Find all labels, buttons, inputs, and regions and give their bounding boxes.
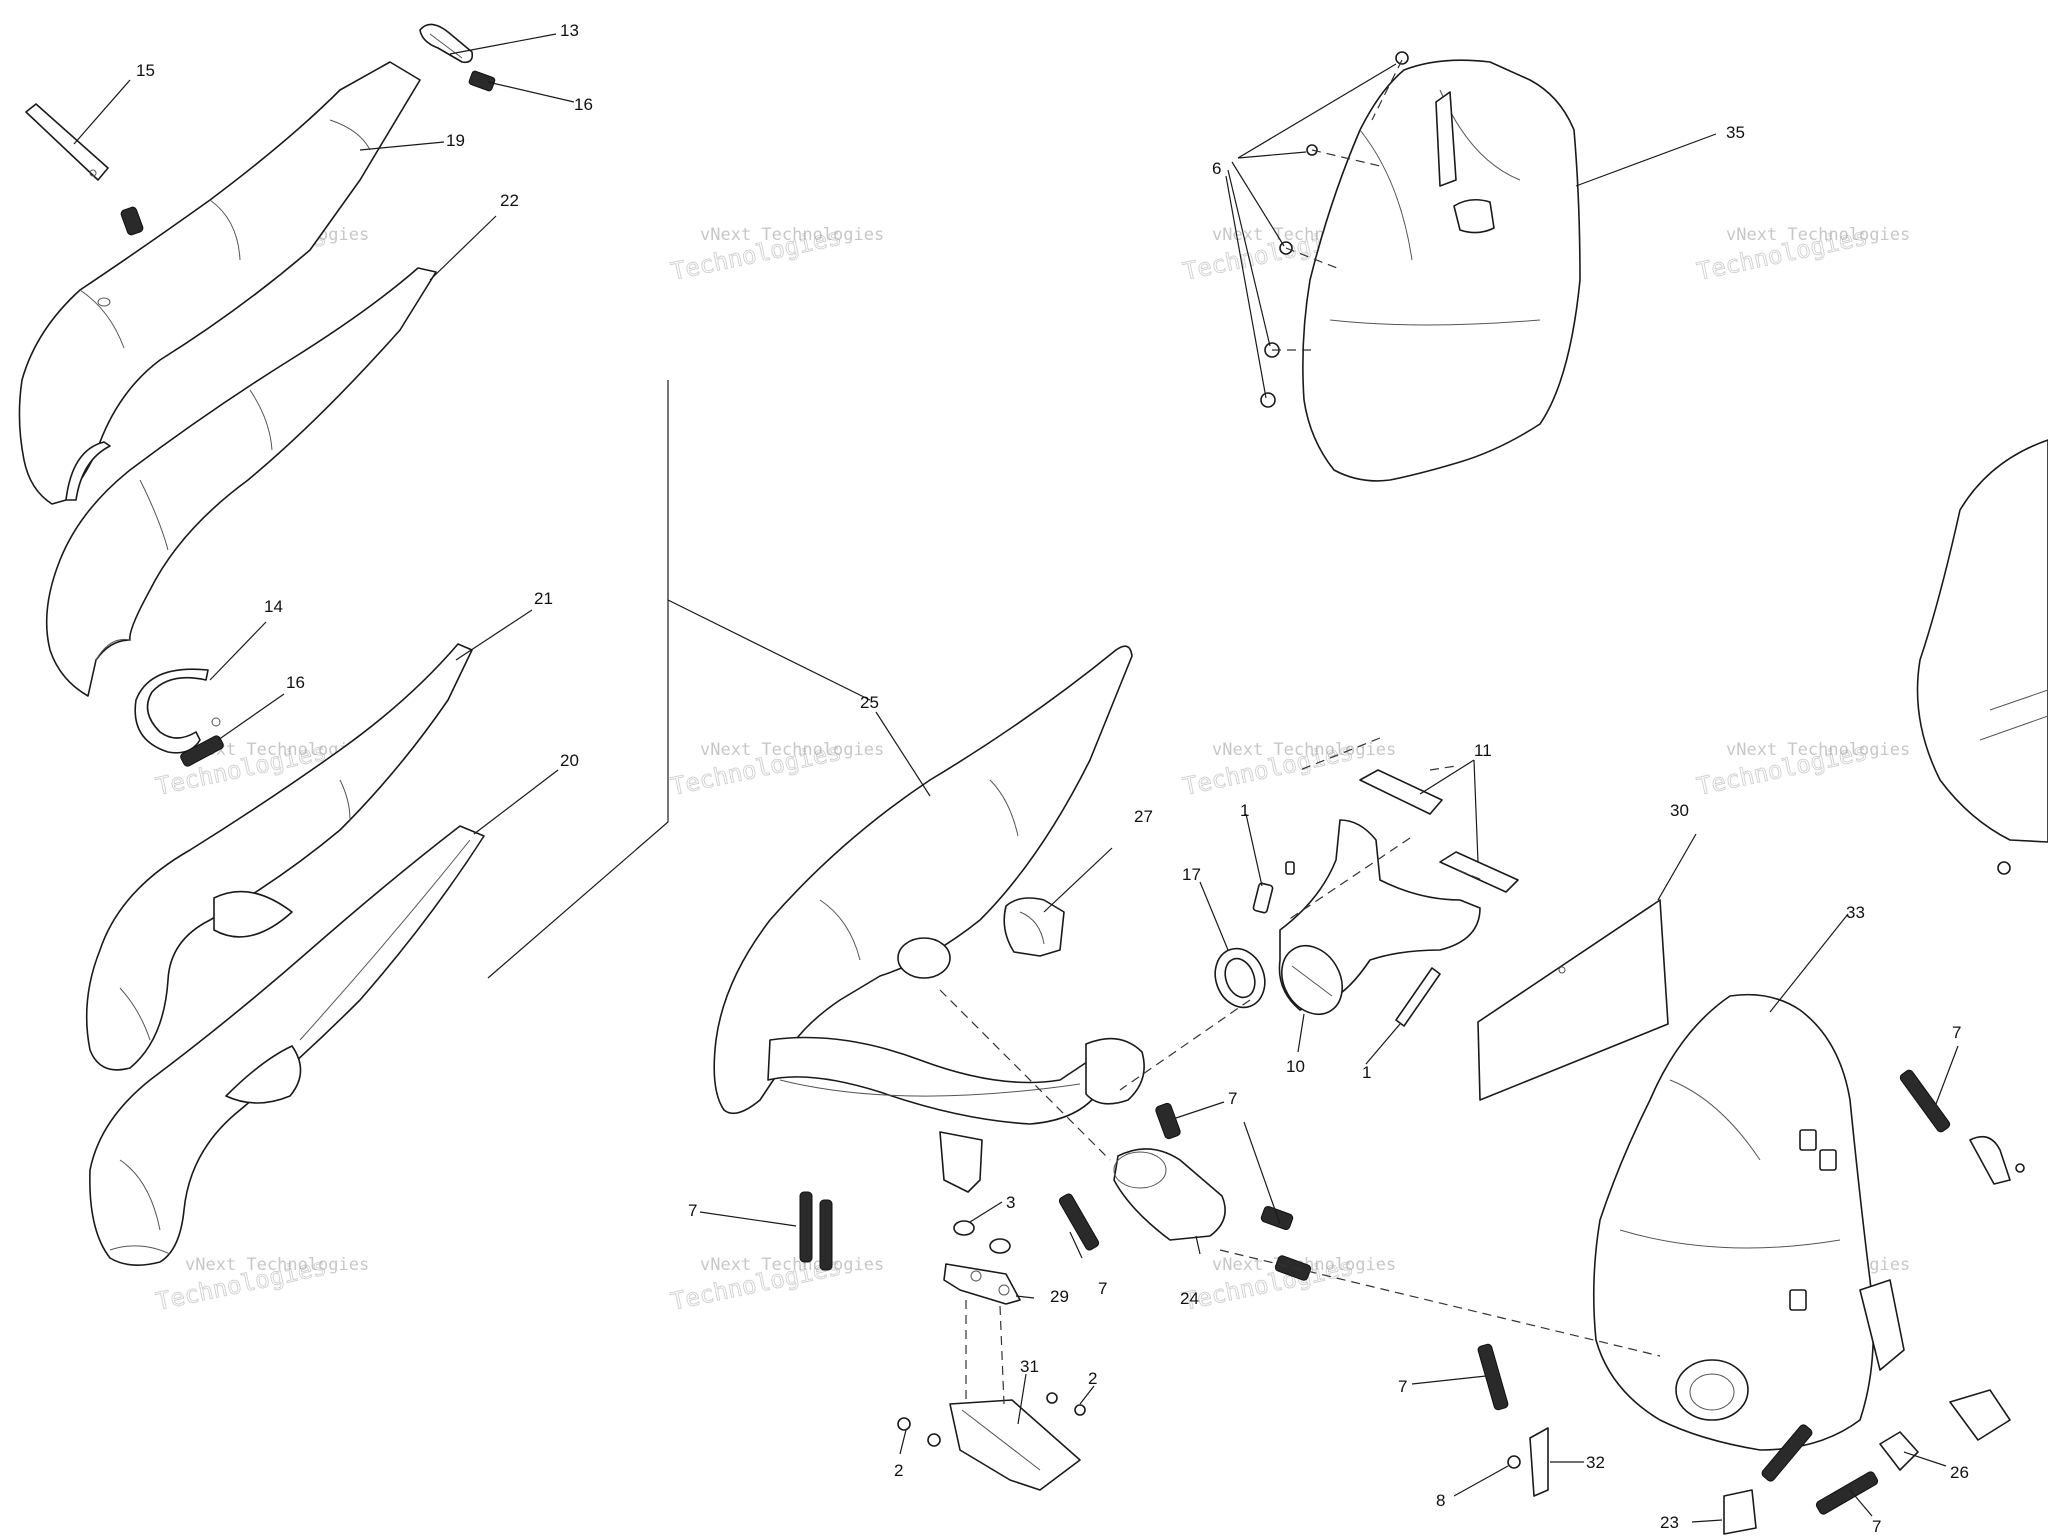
part-17-gasket: [1214, 947, 1266, 1009]
watermark-line1: vNext Technologies: [185, 1255, 369, 1275]
part-21-shell: [85, 643, 473, 1071]
part-33-muffler: [1592, 993, 1905, 1451]
watermark-line1: vNext Technologies: [700, 1255, 884, 1275]
callouts: 15 13 16 19 22 14 16 21 20 25 27 17 1 11…: [136, 21, 1969, 1536]
callout-16-lower: 16: [286, 673, 305, 692]
part-6-nut-a: [1395, 51, 1409, 65]
callout-30: 30: [1670, 801, 1689, 820]
part-32-clip: [1529, 1427, 1549, 1497]
watermark-line1: vNext Technologies: [1212, 740, 1396, 760]
callout-19: 19: [446, 131, 465, 150]
callout-11: 11: [1474, 741, 1492, 760]
part-1-bolt-b: [1395, 967, 1441, 1027]
part-13-clamp: [419, 23, 474, 64]
callout-33: 33: [1846, 903, 1865, 922]
part-24-coupling: [1113, 1148, 1226, 1241]
part-26-mount: [1879, 1389, 2011, 1471]
callout-7-right: 7: [1952, 1023, 1961, 1042]
callout-13: 13: [560, 21, 579, 40]
callout-24: 24: [1180, 1289, 1199, 1308]
callout-29: 29: [1050, 1287, 1069, 1306]
callout-20: 20: [560, 751, 579, 770]
watermark-line1: vNext Technologies: [1726, 740, 1910, 760]
callout-35: 35: [1726, 123, 1745, 142]
callout-1-upper: 1: [1240, 801, 1249, 820]
callout-14: 14: [264, 597, 283, 616]
part-7-spring-b: [1058, 1193, 1100, 1251]
callout-2-left: 2: [894, 1461, 903, 1480]
part-16-spring: [120, 206, 144, 236]
part-muffler-partial-right: [1916, 439, 2048, 875]
callout-25: 25: [860, 693, 879, 712]
part-7-spring-h: [1761, 1424, 1879, 1515]
callout-23: 23: [1660, 1513, 1679, 1532]
part-clip-right: [1969, 1135, 2025, 1185]
callout-7-lower: 7: [1398, 1377, 1407, 1396]
leader-lines: [73, 33, 1959, 1523]
callout-26: 26: [1950, 1463, 1969, 1482]
part-8-screw: [1507, 1455, 1521, 1469]
part-2-screws: [897, 1392, 1086, 1447]
callout-3: 3: [1006, 1193, 1015, 1212]
callout-27: 27: [1134, 807, 1153, 826]
part-23-block: [1723, 1489, 1757, 1535]
callout-32: 32: [1586, 1453, 1605, 1472]
part-27-bracket: [1003, 897, 1065, 957]
watermark-line1: vNext Technologies: [700, 740, 884, 760]
part-25-exhaust-assembly: [713, 645, 1145, 1193]
part-35-muffler-cover: [1302, 59, 1581, 482]
callout-1-lower: 1: [1362, 1063, 1371, 1082]
callout-8: 8: [1436, 1491, 1445, 1510]
part-10-manifold: [1278, 819, 1481, 1015]
callout-15: 15: [136, 61, 155, 80]
callout-2-right: 2: [1088, 1369, 1097, 1388]
part-7-spring-c: [1155, 1102, 1181, 1140]
watermark-line1: vNext Technologies: [1726, 225, 1910, 245]
callout-17: 17: [1182, 865, 1201, 884]
callout-7-left: 7: [688, 1201, 697, 1220]
watermark-line1: vNext Technologies: [700, 225, 884, 245]
part-16-spring-top: [468, 70, 496, 92]
part-14-clamp-ring: [134, 668, 221, 754]
part-7-spring-f: [1477, 1343, 1509, 1411]
part-11-gasket: [1359, 769, 1519, 893]
callout-31: 31: [1020, 1357, 1039, 1376]
alignment-lines: [939, 59, 1661, 1405]
part-20-shell: [89, 825, 485, 1266]
callout-10: 10: [1286, 1057, 1305, 1076]
part-15-strip: [25, 103, 109, 181]
part-29-bracket: [943, 1263, 1021, 1305]
callout-6: 6: [1212, 159, 1221, 178]
callout-21: 21: [534, 589, 553, 608]
callout-7-bottom: 7: [1872, 1517, 1881, 1536]
part-19-heat-shield: [18, 61, 421, 505]
callout-22: 22: [500, 191, 519, 210]
part-31-bracket: [949, 1399, 1081, 1491]
part-16-spring-mid: [180, 735, 224, 767]
part-7-spring-a: [799, 1191, 833, 1271]
part-3-grommet: [953, 1220, 1011, 1254]
parts: [18, 23, 2048, 1535]
part-6-nut-e: [1260, 392, 1276, 408]
callout-7-upper: 7: [1228, 1089, 1237, 1108]
callout-7-center: 7: [1098, 1279, 1107, 1298]
part-7-spring-d: [1260, 1205, 1294, 1231]
callout-16: 16: [574, 95, 593, 114]
part-22-pipe: [45, 267, 437, 697]
part-1-bolt-a: [1252, 861, 1295, 914]
part-7-spring-g: [1899, 1069, 1951, 1133]
part-30-sheet: [1477, 899, 1669, 1101]
watermark-line1: vNext Technologies: [185, 740, 369, 760]
